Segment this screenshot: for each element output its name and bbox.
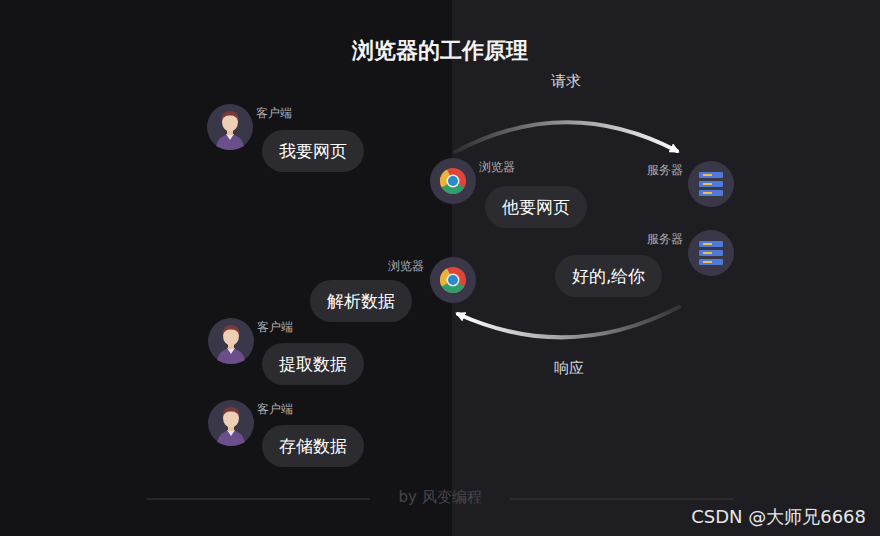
diagram-title: 浏览器的工作原理 bbox=[0, 36, 880, 66]
speech-node: 浏览器解析数据 bbox=[310, 257, 476, 322]
edge-label: 请求 bbox=[547, 72, 585, 91]
role-label: 服务器 bbox=[647, 163, 683, 177]
curved-arrow bbox=[458, 307, 679, 337]
client-icon bbox=[208, 318, 254, 364]
speech-bubble: 提取数据 bbox=[262, 343, 364, 385]
client-icon bbox=[207, 104, 253, 150]
role-label: 客户端 bbox=[257, 320, 293, 334]
server-icon bbox=[688, 230, 734, 276]
speech-node: 客户端我要网页 bbox=[207, 104, 364, 172]
speech-bubble: 他要网页 bbox=[485, 186, 587, 228]
footer-rule bbox=[510, 499, 733, 500]
speech-node: 客户端提取数据 bbox=[208, 318, 364, 385]
speech-bubble: 好的,给你 bbox=[555, 255, 662, 297]
speech-node: 服务器 bbox=[647, 161, 734, 207]
browser-icon bbox=[430, 158, 476, 204]
footer-credit: by 风变编程 bbox=[0, 488, 880, 507]
curved-arrow bbox=[455, 122, 677, 152]
speech-node: 浏览器他要网页 bbox=[430, 158, 587, 228]
role-label: 客户端 bbox=[257, 402, 293, 416]
role-label: 客户端 bbox=[256, 106, 292, 120]
role-label: 服务器 bbox=[647, 232, 683, 246]
client-icon bbox=[208, 400, 254, 446]
role-label: 浏览器 bbox=[388, 259, 424, 273]
speech-bubble: 存储数据 bbox=[262, 425, 364, 467]
server-icon bbox=[688, 161, 734, 207]
role-label: 浏览器 bbox=[479, 160, 515, 174]
speech-bubble: 解析数据 bbox=[310, 280, 412, 322]
speech-node: 服务器好的,给你 bbox=[555, 230, 734, 297]
speech-bubble: 我要网页 bbox=[262, 130, 364, 172]
footer-rule bbox=[147, 499, 370, 500]
edge-label: 响应 bbox=[550, 359, 588, 378]
speech-node: 客户端存储数据 bbox=[208, 400, 364, 467]
watermark: CSDN @大师兄6668 bbox=[691, 505, 866, 529]
left-panel bbox=[0, 0, 452, 536]
browser-icon bbox=[430, 257, 476, 303]
